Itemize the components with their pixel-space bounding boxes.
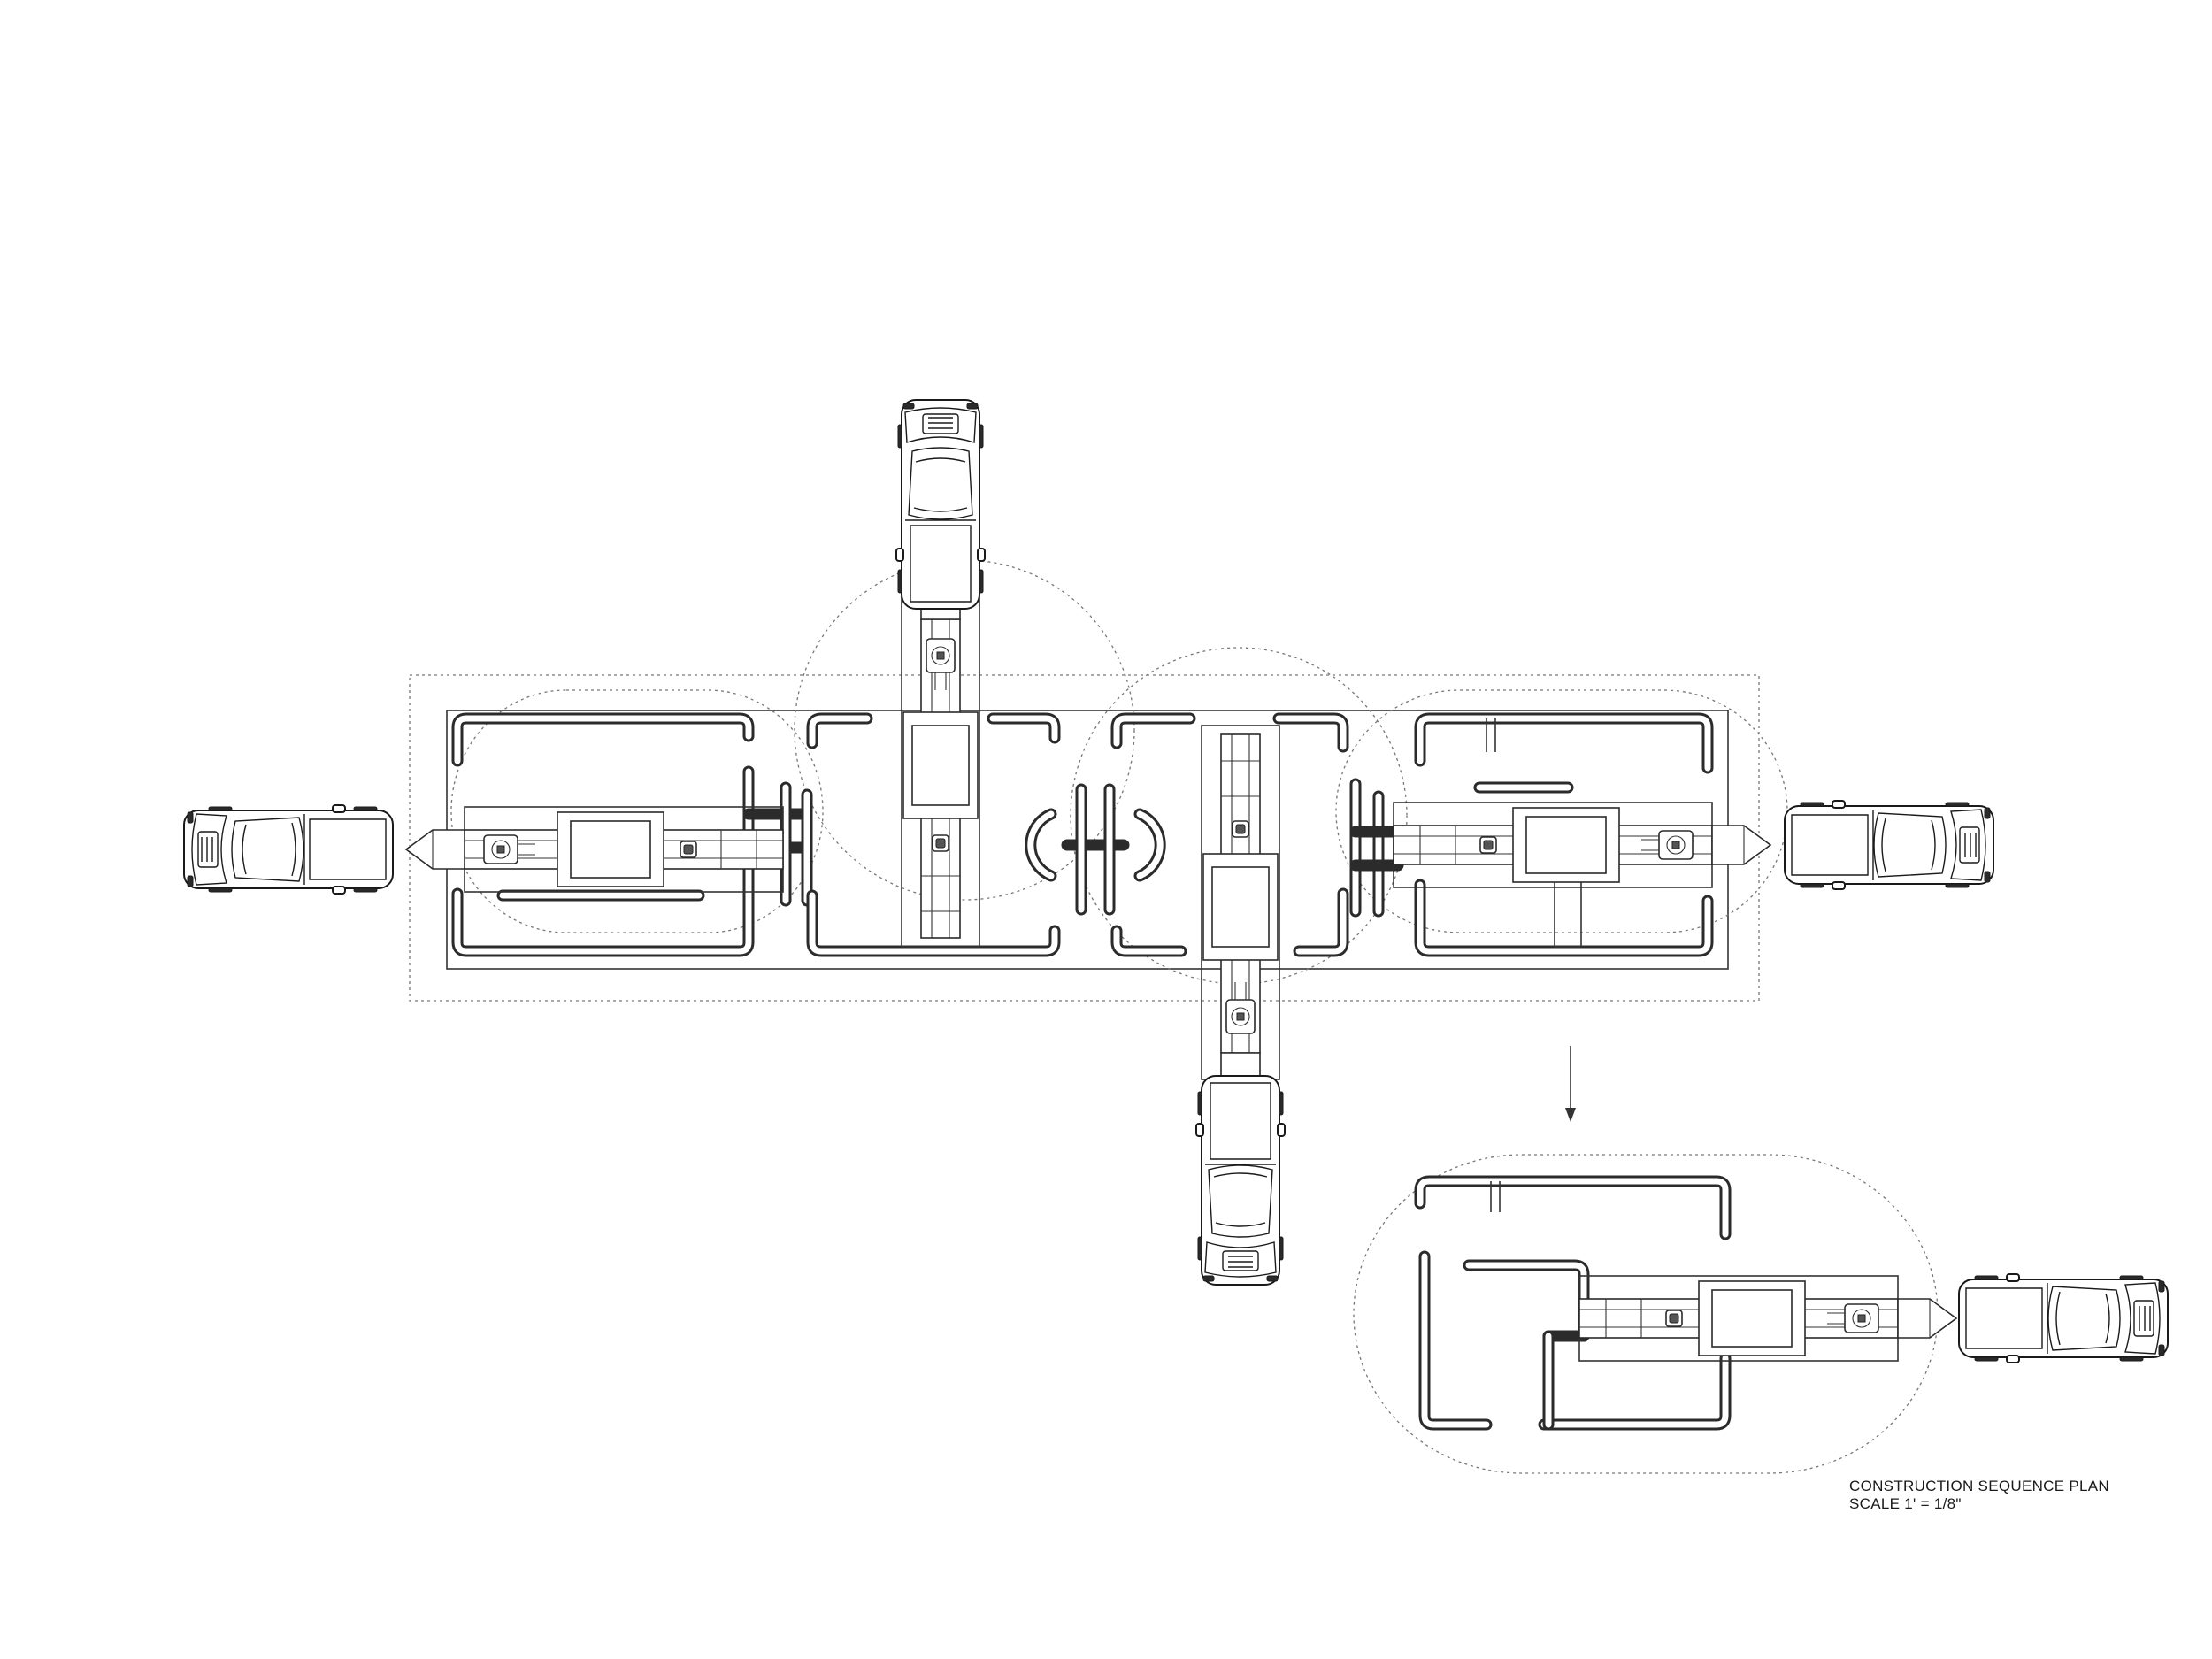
truck-right (1784, 800, 1994, 890)
rig-bottom (1201, 725, 1280, 1112)
drawing-caption: CONSTRUCTION SEQUENCE PLAN SCALE 1' = 1/… (1849, 1478, 2109, 1513)
rig-reach-circle-2 (1070, 647, 1408, 985)
main-plan (183, 399, 1994, 1286)
rig-secondary (1578, 1275, 1957, 1362)
rig-right (1393, 802, 1771, 888)
truck-left (183, 804, 394, 895)
sequence-arrow (1565, 1046, 1576, 1122)
rig-left (405, 806, 784, 893)
caption-scale: SCALE 1' = 1/8" (1849, 1495, 1962, 1512)
rig-reach-oval-right (1335, 689, 1788, 933)
wall-module-center-left (806, 712, 1061, 957)
secondary-plan (1353, 1154, 2169, 1474)
rig-reach-oval-secondary (1353, 1154, 1939, 1474)
truck-secondary (1958, 1273, 2169, 1363)
rig-top (901, 560, 980, 948)
truck-bottom (1195, 1075, 1286, 1286)
caption-title: CONSTRUCTION SEQUENCE PLAN (1849, 1478, 2110, 1494)
truck-top (895, 399, 986, 610)
wall-module-secondary (1414, 1175, 1732, 1431)
rig-reach-oval-left (450, 689, 824, 933)
wall-center-connector (1025, 783, 1166, 916)
wall-module-center-right (1110, 712, 1404, 957)
wall-module-right (1414, 712, 1714, 957)
